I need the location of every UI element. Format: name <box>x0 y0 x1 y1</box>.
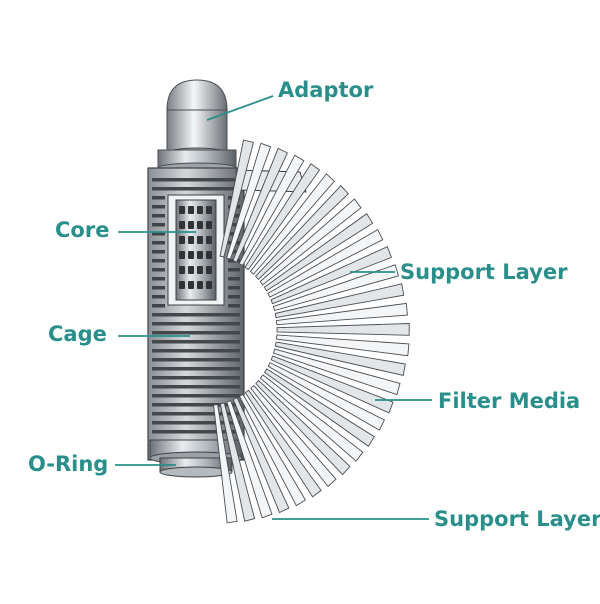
filter-media-label: Filter Media <box>438 389 581 413</box>
support-layer-bottom-label: Support Layer <box>434 507 600 531</box>
leader-adaptor <box>206 95 274 121</box>
leader-lines <box>115 95 432 520</box>
o-ring-label: O-Ring <box>28 452 109 476</box>
support-layer-top-label: Support Layer <box>400 260 568 284</box>
core-part <box>175 199 217 301</box>
adaptor-part <box>157 79 237 174</box>
core-label: Core <box>55 218 110 242</box>
filter-media-pleats <box>213 139 410 524</box>
adaptor-label: Adaptor <box>278 78 374 102</box>
cage-label: Cage <box>48 322 107 346</box>
